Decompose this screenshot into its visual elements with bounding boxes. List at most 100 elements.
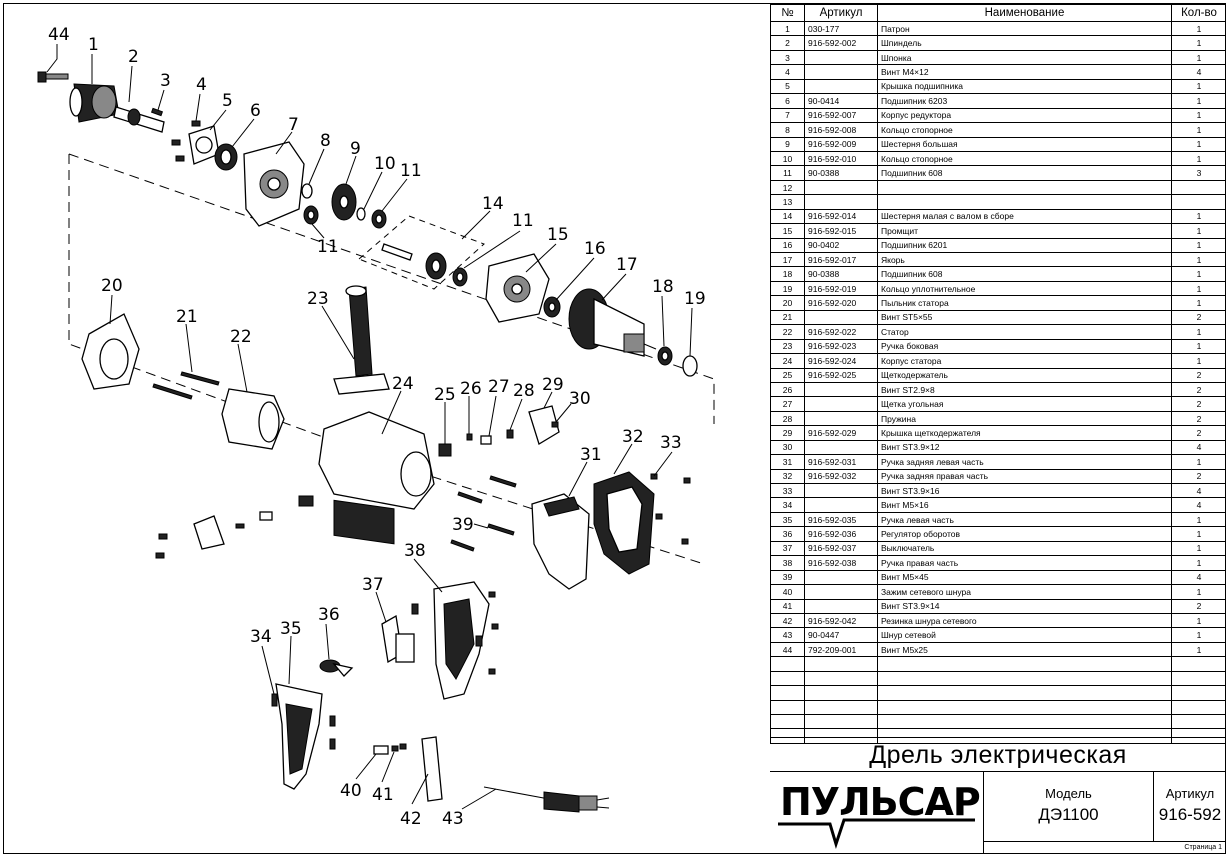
title-block: Дрель электрическая ПУЛЬСАР Модель ДЭ110… [770, 737, 1225, 853]
cell-qty: 1 [1171, 35, 1225, 51]
cell-article [804, 569, 878, 586]
callout-34: 34 [250, 627, 272, 647]
model-label: Модель [1045, 786, 1092, 801]
cell-no: 17 [770, 251, 805, 268]
article-cell: Артикул 916-592 [1154, 772, 1225, 842]
cell-name: Шестерня большая [877, 136, 1172, 152]
cell-article [804, 656, 878, 672]
callout-4: 4 [196, 75, 207, 95]
cell-article: 916-592-024 [804, 353, 878, 369]
cell-name [877, 179, 1172, 196]
cell-qty: 2 [1171, 396, 1225, 412]
cell-name: Промщит [877, 223, 1172, 239]
cell-no: 31 [770, 454, 805, 470]
callout-20: 20 [101, 276, 123, 296]
part-24-motor-housing [318, 411, 435, 545]
callout-23: 23 [307, 289, 329, 309]
cell-qty: 1 [1171, 208, 1225, 225]
callout-9: 9 [350, 139, 361, 159]
part-37-switch [381, 614, 415, 664]
cell-article [804, 685, 878, 701]
cell-no: 27 [770, 396, 805, 412]
cell-name: Винт ST3.9×14 [877, 598, 1172, 614]
callout-11c: 11 [512, 211, 534, 231]
cell-no: 35 [770, 511, 805, 528]
part-switch-clip [235, 495, 314, 529]
cell-name: Зажим сетевого шнура [877, 584, 1172, 600]
part-41-screws [391, 743, 407, 752]
article-value: 916-592 [1158, 805, 1222, 824]
cell-qty: 1 [1171, 454, 1225, 470]
cell-name: Шестерня малая с валом в сборе [877, 208, 1172, 225]
callout-labels: 44 1 2 3 4 5 6 7 8 9 10 11 11 11 14 15 1… [48, 25, 706, 829]
table-row: 13 [770, 194, 1225, 210]
part-38-handle-right-part [411, 581, 499, 700]
cell-no: 36 [770, 526, 805, 542]
part-11-bearing-b [303, 205, 319, 225]
cell-article [804, 410, 878, 427]
cell-qty: 1 [1171, 295, 1225, 311]
cell-article: 916-592-010 [804, 150, 878, 167]
cell-qty: 1 [1171, 78, 1225, 95]
callout-37: 37 [362, 575, 384, 595]
part-11-bearing-a [371, 209, 387, 229]
cell-name: Крышка щеткодержателя [877, 425, 1172, 441]
part-32-rear-handle-right [593, 471, 655, 575]
callout-8: 8 [320, 131, 331, 151]
part-15-intermediate-shield [485, 253, 550, 323]
part-4-screws [171, 120, 201, 162]
cell-qty: 2 [1171, 425, 1225, 441]
cell-name: Винт M5x25 [877, 641, 1172, 658]
cell-name: Винт ST3.9×16 [877, 482, 1172, 499]
cell-no: 22 [770, 324, 805, 340]
callout-43: 43 [442, 809, 464, 829]
part-2-spindle [113, 106, 165, 133]
part-27-carbon-brush [480, 435, 492, 445]
cell-qty [1171, 656, 1225, 672]
cell-article: 90-0402 [804, 237, 878, 254]
model-value: ДЭ1100 [1038, 805, 1099, 824]
cell-article: 916-592-037 [804, 540, 878, 557]
cell-no [770, 656, 805, 672]
part-43-power-cord [483, 786, 610, 813]
cell-qty: 1 [1171, 136, 1225, 152]
exploded-view-diagram: 44 1 2 3 4 5 6 7 8 9 10 11 11 11 14 15 1… [37, 25, 715, 829]
part-16-bearing [543, 296, 561, 318]
cell-name: Ручка задняя левая часть [877, 454, 1172, 470]
part-30-screw [551, 421, 559, 428]
article-label: Артикул [1165, 786, 1215, 801]
cell-qty: 4 [1171, 439, 1225, 456]
cell-qty [1171, 728, 1225, 744]
cell-article: 916-592-022 [804, 324, 878, 340]
part-44-screw [37, 71, 69, 83]
cell-name: Кольцо стопорное [877, 150, 1172, 167]
cell-no: 4 [770, 64, 805, 80]
cell-no: 23 [770, 338, 805, 355]
cell-name: Шпиндель [877, 35, 1172, 51]
cell-qty: 1 [1171, 20, 1225, 37]
cell-article: 030-177 [804, 20, 878, 37]
callout-39: 39 [452, 515, 474, 535]
part-21-screws [152, 371, 220, 400]
cell-no [770, 685, 805, 701]
cell-name: Винт ST2.9×8 [877, 381, 1172, 398]
callout-44: 44 [48, 25, 70, 45]
cell-name: Кольцо уплотнительное [877, 280, 1172, 297]
cell-qty: 1 [1171, 353, 1225, 369]
cell-article [804, 49, 878, 66]
callout-26: 26 [460, 379, 482, 399]
cell-qty: 4 [1171, 569, 1225, 586]
cell-qty: 1 [1171, 107, 1225, 124]
cell-no: 15 [770, 223, 805, 239]
